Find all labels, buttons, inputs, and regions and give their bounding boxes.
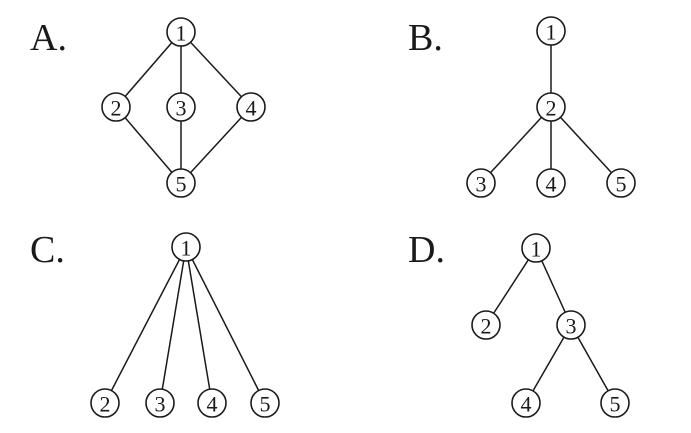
panel-a-node-2-circle xyxy=(101,92,131,122)
panel-c-node-4-circle xyxy=(197,388,227,418)
panel-c-node-4: 4 xyxy=(197,388,227,418)
panel-b: B. 1 2 3 4 5 xyxy=(408,16,636,198)
panel-c-edge-1-3 xyxy=(159,246,187,404)
panel-b-node-5: 5 xyxy=(606,168,636,198)
panel-b-node-4-label: 4 xyxy=(546,172,557,197)
panel-d-edge-1-2 xyxy=(485,247,537,326)
panel-d-node-4-circle xyxy=(511,388,541,418)
panel-a-node-4: 4 xyxy=(236,92,266,122)
panel-a-edge-1-2 xyxy=(115,31,182,108)
panel-b-node-5-label: 5 xyxy=(616,172,627,197)
panel-a-node-3-circle xyxy=(166,92,196,122)
panel-d-letter: D. xyxy=(408,229,445,271)
panel-a-edge-4-5 xyxy=(180,106,252,184)
panel-d-node-5: 5 xyxy=(600,388,630,418)
panel-c-letter: C. xyxy=(30,229,65,271)
panel-c-node-3-label: 3 xyxy=(155,392,166,417)
panel-b-node-2: 2 xyxy=(536,92,566,122)
panel-d-node-4: 4 xyxy=(511,388,541,418)
panel-d-node-4-label: 4 xyxy=(521,392,532,417)
panel-a-node-5: 5 xyxy=(166,168,196,198)
panel-d-node-1-label: 1 xyxy=(531,237,542,262)
panel-b-node-4-circle xyxy=(536,168,566,198)
panel-a-letter: A. xyxy=(30,17,67,59)
panel-c-node-5-label: 5 xyxy=(260,392,271,417)
panel-c-edge-1-5 xyxy=(185,246,266,404)
panel-d-node-5-label: 5 xyxy=(610,392,621,417)
panel-c-node-2-label: 2 xyxy=(100,392,111,417)
panel-a-node-3: 3 xyxy=(166,92,196,122)
panel-b-edge-2-5 xyxy=(550,106,622,184)
panel-b-node-2-label: 2 xyxy=(546,96,557,121)
panel-d: D. 1 2 3 4 5 xyxy=(408,229,630,418)
panel-b-node-1-circle xyxy=(536,16,566,46)
panel-c-edges xyxy=(104,246,266,404)
panel-b-node-3-label: 3 xyxy=(476,172,487,197)
panel-c-node-1-circle xyxy=(171,232,201,262)
panel-d-node-1: 1 xyxy=(521,233,551,263)
panel-a: A. 1 2 3 4 5 xyxy=(30,17,266,198)
panel-d-node-1-circle xyxy=(521,233,551,263)
panel-b-node-3: 3 xyxy=(466,168,496,198)
panel-a-node-2-label: 2 xyxy=(111,96,122,121)
panel-a-node-5-label: 5 xyxy=(176,172,187,197)
panel-b-edge-2-3 xyxy=(480,106,552,184)
panel-b-node-1: 1 xyxy=(536,16,566,46)
panel-a-node-1: 1 xyxy=(166,17,196,47)
panel-d-node-2: 2 xyxy=(471,310,501,340)
panel-a-node-3-label: 3 xyxy=(176,96,187,121)
panel-d-node-2-label: 2 xyxy=(481,314,492,339)
panel-a-node-1-circle xyxy=(166,17,196,47)
panel-a-edge-1-4 xyxy=(180,31,252,108)
panel-d-edge-3-4 xyxy=(525,324,572,404)
panel-c-node-2: 2 xyxy=(90,388,120,418)
panel-b-node-4: 4 xyxy=(536,168,566,198)
panel-b-node-3-circle xyxy=(466,168,496,198)
panel-c-node-3: 3 xyxy=(145,388,175,418)
panel-c-node-3-circle xyxy=(145,388,175,418)
panel-d-node-5-circle xyxy=(600,388,630,418)
panel-d-node-3: 3 xyxy=(556,310,586,340)
panel-a-node-1-label: 1 xyxy=(176,21,187,46)
panel-a-node-2: 2 xyxy=(101,92,131,122)
panel-d-node-2-circle xyxy=(471,310,501,340)
panel-b-node-5-circle xyxy=(606,168,636,198)
panel-c-node-5-circle xyxy=(250,388,280,418)
panel-b-node-2-circle xyxy=(536,92,566,122)
panel-c-node-4-label: 4 xyxy=(207,392,218,417)
panel-a-edge-2-5 xyxy=(115,106,182,184)
panel-c-node-1: 1 xyxy=(171,232,201,262)
panel-c-node-5: 5 xyxy=(250,388,280,418)
panel-d-node-3-label: 3 xyxy=(566,314,577,339)
panel-a-node-5-circle xyxy=(166,168,196,198)
panel-c: C. 1 2 3 4 5 xyxy=(30,229,280,418)
panel-c-node-1-label: 1 xyxy=(181,236,192,261)
panel-d-node-3-circle xyxy=(556,310,586,340)
panel-c-edge-1-4 xyxy=(185,246,213,404)
panel-b-node-1-label: 1 xyxy=(546,20,557,45)
panel-d-edge-3-5 xyxy=(570,324,616,404)
panel-c-node-2-circle xyxy=(90,388,120,418)
panel-a-node-4-label: 4 xyxy=(246,96,257,121)
panel-d-edges xyxy=(485,247,616,404)
panel-b-letter: B. xyxy=(408,17,443,59)
panel-c-edge-1-2 xyxy=(104,246,187,404)
panel-a-node-4-circle xyxy=(236,92,266,122)
